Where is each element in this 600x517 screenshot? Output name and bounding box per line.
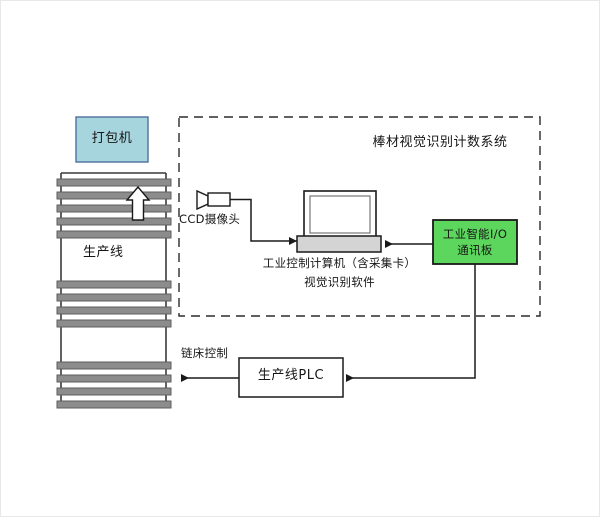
- ccd-to-computer-link: [230, 198, 297, 245]
- conveyor-bar-group-middle: [56, 280, 172, 328]
- conveyor-bar: [56, 178, 172, 187]
- io-board-to-plc-link: [346, 264, 476, 382]
- production-line-label: 生产线: [83, 245, 124, 260]
- packing-machine-label: 打包机: [91, 131, 133, 146]
- conveyor-bar: [56, 319, 172, 328]
- conveyor-bar: [56, 217, 172, 226]
- industrial-computer-base: [296, 235, 382, 253]
- production-direction-arrow-icon: [125, 185, 151, 221]
- industrial-computer-label-line1: 工业控制计算机（含采集卡）: [262, 256, 417, 270]
- conveyor-bar: [56, 306, 172, 315]
- conveyor-bar: [56, 387, 172, 396]
- plc-label: 生产线PLC: [257, 368, 325, 383]
- conveyor-bar: [56, 191, 172, 200]
- io-board-label-line1: 工业智能I/O: [442, 227, 508, 241]
- conveyor-bar-group-bottom: [56, 361, 172, 409]
- monitor-icon: [303, 190, 377, 239]
- chain-bed-control-label: 链床控制: [181, 346, 229, 360]
- conveyor-bar: [56, 204, 172, 213]
- ccd-camera-icon: [196, 189, 231, 211]
- system-boundary-dashed-box: [178, 116, 541, 317]
- ccd-camera-label: CCD摄像头: [179, 212, 241, 226]
- plc-box: [238, 357, 344, 398]
- conveyor-bar: [56, 400, 172, 409]
- system-title: 棒材视觉识别计数系统: [372, 135, 508, 150]
- conveyor-bar: [56, 374, 172, 383]
- io-board-label-line2: 通讯板: [457, 243, 493, 257]
- conveyor-bar: [56, 293, 172, 302]
- conveyor-bar: [56, 280, 172, 289]
- industrial-computer-label-line2: 视觉识别软件: [304, 275, 375, 289]
- conveyor-bar: [56, 230, 172, 239]
- conveyor-bar-group-top: [56, 178, 172, 239]
- conveyor-bar: [56, 361, 172, 370]
- packing-machine-box: [75, 116, 149, 163]
